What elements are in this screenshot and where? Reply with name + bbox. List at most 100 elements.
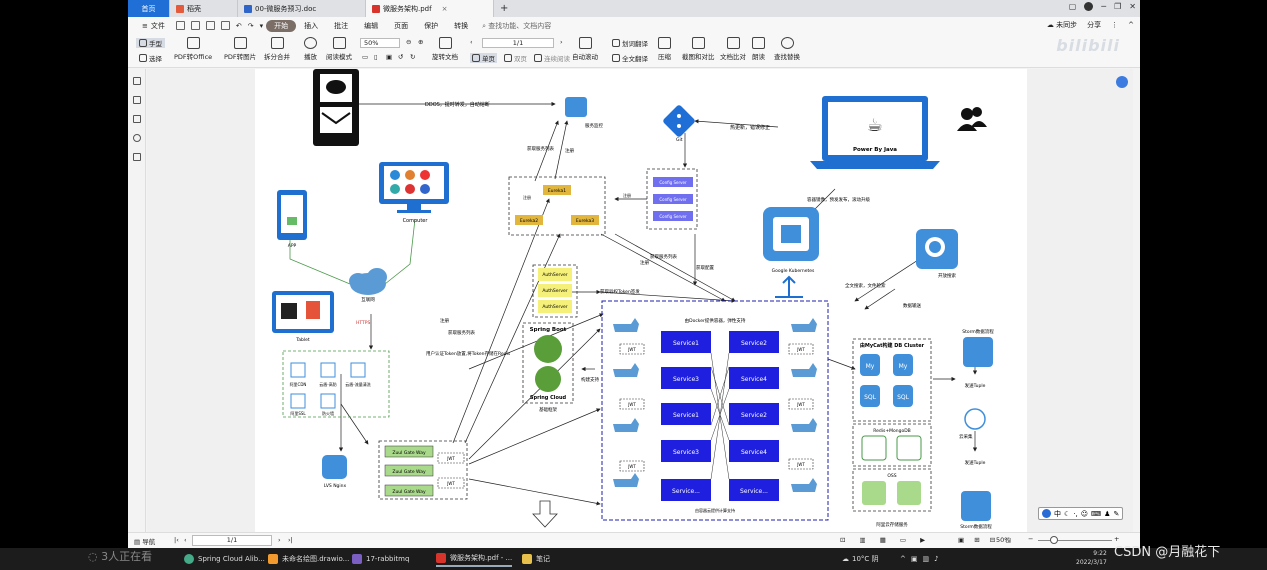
next-page-icon[interactable]: › [560,38,563,46]
tab-doc[interactable]: 00-微服务预习.doc [238,0,366,17]
menu-comment[interactable]: 批注 [326,21,356,31]
next-page-icon[interactable]: › [278,536,281,544]
compress-button[interactable]: 压缩 [658,37,671,61]
hand-tool-button[interactable]: 手型 [136,38,165,48]
volume-icon[interactable]: ♪ [934,555,944,563]
taskbar-drawio[interactable]: 未命名绘图.drawio... [268,551,349,567]
bookmark-icon[interactable] [133,77,141,85]
keyboard-icon[interactable]: ⌨ [1091,509,1102,518]
jwt-label: JWT [796,462,805,467]
nav-button[interactable]: ▤ 导航 [134,536,155,546]
single-page-button[interactable]: 单页 [470,53,497,63]
save-icon[interactable] [190,21,200,30]
status-page-input[interactable]: 1/1 [192,535,272,546]
tab-pdf[interactable]: 微服务架构.pdf× [366,0,494,17]
punct-icon[interactable]: ·, [1073,509,1078,518]
zoom-slider[interactable] [1038,540,1112,541]
rotate-doc-button[interactable]: 旋转文档 [432,37,458,61]
read-aloud-button[interactable]: 朗读 [752,37,765,61]
layout-icon[interactable]: ▢ [1068,2,1077,11]
rotate-left-icon[interactable]: ↺ [398,53,404,61]
translate-button[interactable]: 划词翻译 [612,38,648,48]
sync-button[interactable]: ☁ 未同步 [1047,20,1077,30]
skin-icon[interactable]: ♟ [1104,509,1111,518]
thumbnail-icon[interactable] [133,96,141,104]
collapse-icon[interactable]: ^ [1128,21,1134,29]
menu-protect[interactable]: 保护 [416,21,446,31]
menu-insert[interactable]: 插入 [296,21,326,31]
weather[interactable]: ☁10°C 阴 [842,551,879,567]
play-button[interactable]: 播放 [304,37,317,61]
storm-icon [963,337,993,367]
continuous-button[interactable]: 连续阅读 [534,53,570,63]
last-page-icon[interactable]: ›| [288,536,293,544]
emoji-icon[interactable]: ☺ [1080,509,1089,518]
menu-edit[interactable]: 编辑 [356,21,386,31]
actual-size-icon[interactable]: ▣ [386,53,393,61]
maximize-icon[interactable]: ❐ [1114,2,1122,11]
zoom-out-icon[interactable]: − [1028,535,1034,543]
open-icon[interactable] [175,21,185,30]
zoom-slider-handle[interactable] [1050,536,1058,544]
avatar[interactable] [1084,2,1094,11]
tray-expand-icon[interactable]: ^ [900,555,911,563]
zoom-in-icon[interactable]: ⊕ [418,38,424,46]
fit-width-icon[interactable]: ▯ [374,53,378,61]
pdf-to-image-button[interactable]: PDF转图片 [224,37,256,61]
tab-home[interactable]: 首页 [128,0,170,17]
tray-app-icon[interactable]: ▣ [910,555,923,563]
crop-compare-button[interactable]: 截图和对比 [682,37,715,61]
read-mode-button[interactable]: 阅读模式 [326,37,352,61]
fit-page-icon[interactable]: ▭ [362,53,369,61]
new-tab-button[interactable]: + [500,3,509,14]
zoom-select[interactable]: 50% [360,38,400,48]
export-icon[interactable] [220,21,230,30]
search-input[interactable]: ⌕ 查找功能、文档内容 [482,21,551,31]
close-tab-icon[interactable]: × [441,4,448,13]
double-page-button[interactable]: 双页 [504,53,527,63]
attachment-icon[interactable] [133,134,141,142]
prev-page-icon[interactable]: ‹ [184,536,187,544]
zoom-in-icon[interactable]: + [1114,535,1120,543]
settings-icon[interactable]: ✎ [1113,509,1120,518]
menu-file[interactable]: ≡文件 [134,21,173,31]
auto-scroll-button[interactable]: 自动滚动 [572,37,598,61]
pdf-to-office-button[interactable]: PDF转Office [174,37,212,61]
split-merge-button[interactable]: 拆分合并 [264,37,290,61]
minimize-icon[interactable]: ─ [1101,2,1107,11]
redo-icon[interactable]: ↷ [247,21,254,30]
close-icon[interactable]: ✕ [1129,2,1136,11]
taskbar-chrome[interactable]: Spring Cloud Alib... [184,551,265,567]
taskbar-notes[interactable]: 笔记 [522,551,550,567]
full-translate-button[interactable]: 全文翻译 [612,53,648,63]
find-replace-button[interactable]: 查找替换 [774,37,800,61]
jwt-box [619,343,645,355]
prev-page-icon[interactable]: ‹ [470,38,473,46]
ime-lang[interactable]: 中 [1054,509,1061,518]
dropdown-icon[interactable]: ▾ [259,21,264,30]
zoom-out-icon[interactable]: ⊖ [406,38,412,46]
more-icon[interactable]: ⋮ [1111,21,1119,29]
select-tool-button[interactable]: 选择 [136,53,165,63]
network-icon[interactable]: ▥ [922,555,935,563]
menu-start[interactable]: 开始 [266,19,297,32]
rotate-right-icon[interactable]: ↻ [410,53,416,61]
print-icon[interactable] [205,21,215,30]
config-server-3 [653,211,693,221]
signature-icon[interactable] [133,153,141,161]
undo-icon[interactable]: ↶ [235,21,242,30]
doc-compare-button[interactable]: 文档比对 [720,37,746,61]
comment-icon[interactable] [133,115,141,123]
moon-icon[interactable]: ☾ [1064,509,1071,518]
service2-label: Service2 [741,412,767,419]
taskbar-rabbitmq[interactable]: 17-rabbitmq [352,551,409,567]
taskbar-pdf[interactable]: 微服务架构.pdf - ... [436,551,513,567]
menu-page[interactable]: 页面 [386,21,416,31]
floating-action-button[interactable] [1116,76,1128,88]
share-button[interactable]: 分享 [1087,20,1101,30]
page-input[interactable]: 1/1 [482,38,554,48]
first-page-icon[interactable]: |‹ [174,536,179,544]
menu-convert[interactable]: 转换 [446,21,476,31]
tab-daoke[interactable]: 稻壳 [170,0,238,17]
